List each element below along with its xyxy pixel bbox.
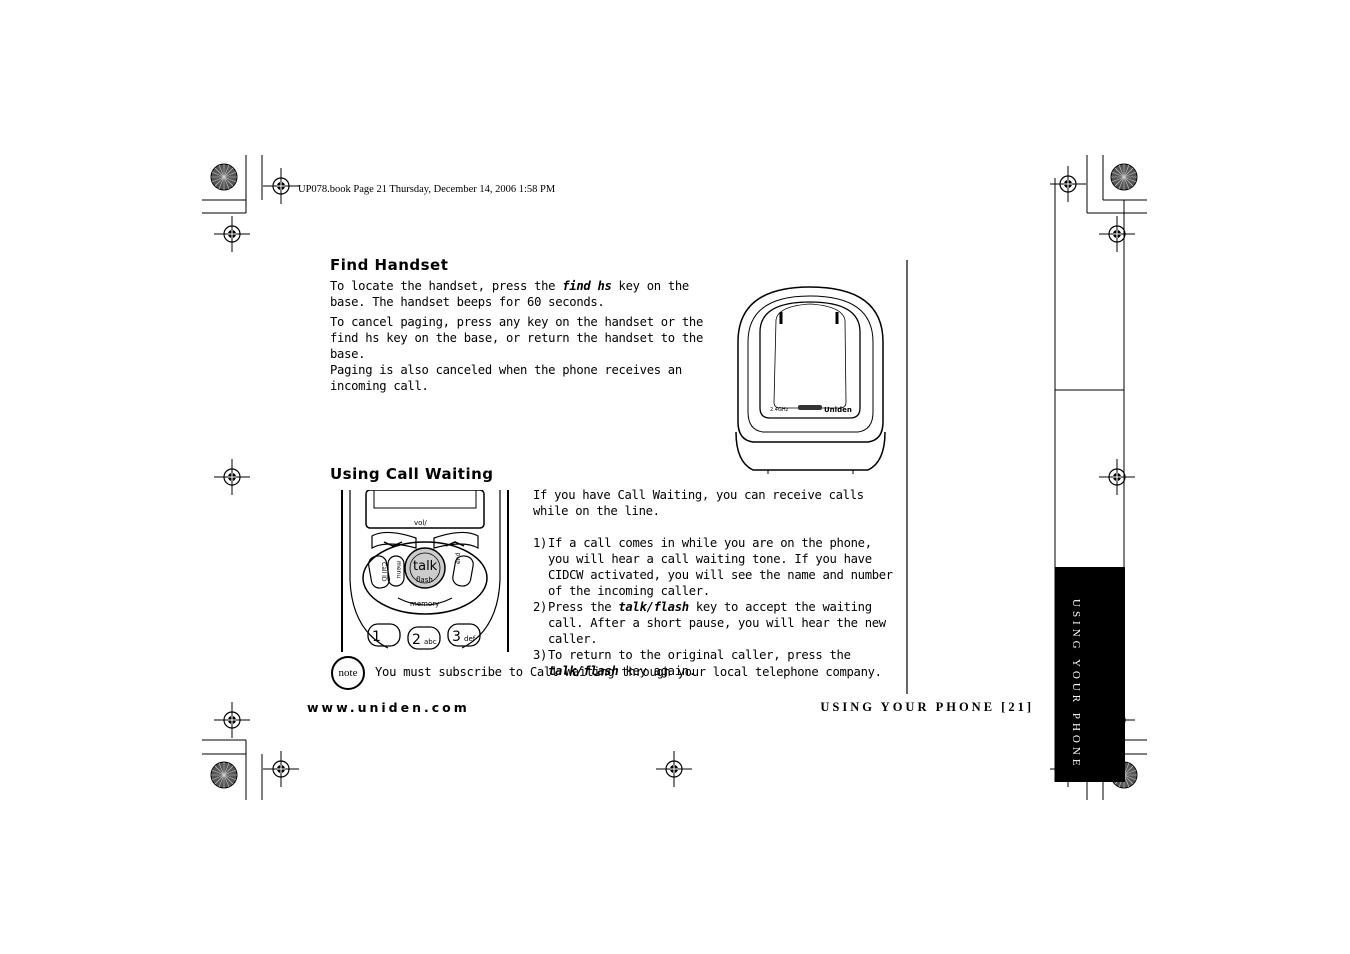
call-waiting-intro: If you have Call Waiting, you can receiv… (533, 488, 864, 518)
vol-label: vol/ (414, 519, 427, 527)
find-handset-body: To locate the handset, press the find hs… (330, 278, 710, 394)
base-freq-label: 2.4GHz (770, 407, 789, 413)
key-3-sub: def (464, 635, 476, 643)
talk-flash-key: talk/flash (548, 664, 619, 678)
call-waiting-heading: Using Call Waiting (330, 465, 494, 483)
find-handset-heading: Find Handset (330, 256, 449, 274)
side-section-tab: USING YOUR PHONE (1055, 567, 1125, 782)
base-brand-label: Uniden (824, 406, 852, 414)
note-text: You must subscribe to Call Waiting throu… (375, 665, 882, 679)
print-info: UP078.book Page 21 Thursday, December 14… (298, 184, 556, 195)
side-tab-label: USING YOUR PHONE (1070, 599, 1082, 770)
call-waiting-body: If you have Call Waiting, you can receiv… (533, 487, 898, 679)
note-icon: note (331, 656, 365, 690)
handset-illustration: vol/ talk flash Call ID menu end memory … (341, 490, 509, 652)
base-station-illustration: 2.4GHz Uniden (735, 286, 886, 474)
flash-key-label: flash (416, 576, 433, 584)
callid-key-label: Call ID (380, 562, 387, 582)
footer-url: www.uniden.com (307, 700, 470, 715)
talk-flash-key: talk/flash (618, 600, 689, 614)
find-handset-paragraph-1: To locate the handset, press the find hs… (330, 279, 689, 309)
find-handset-paragraph-3: Paging is also canceled when the phone r… (330, 363, 682, 393)
list-item: 1)If a call comes in while you are on th… (533, 536, 893, 598)
key-2-sub: abc (424, 638, 437, 646)
talk-key-label: talk (413, 559, 438, 574)
footer-page-label: USING YOUR PHONE [21] (820, 700, 1034, 714)
end-key-label: end (455, 553, 462, 564)
call-waiting-steps: 1)If a call comes in while you are on th… (533, 535, 898, 679)
key-1-label: 1 (372, 629, 381, 645)
memory-key-label: memory (410, 600, 439, 608)
key-2-label: 2 (412, 632, 421, 648)
list-item: 2)Press the talk/flash key to accept the… (533, 600, 886, 646)
find-hs-key: find hs (562, 279, 612, 293)
menu-key-label: menu (395, 561, 402, 578)
key-3-label: 3 (452, 629, 461, 645)
find-handset-paragraph-2: To cancel paging, press any key on the h… (330, 315, 703, 361)
list-item: 3)To return to the original caller, pres… (533, 648, 851, 678)
